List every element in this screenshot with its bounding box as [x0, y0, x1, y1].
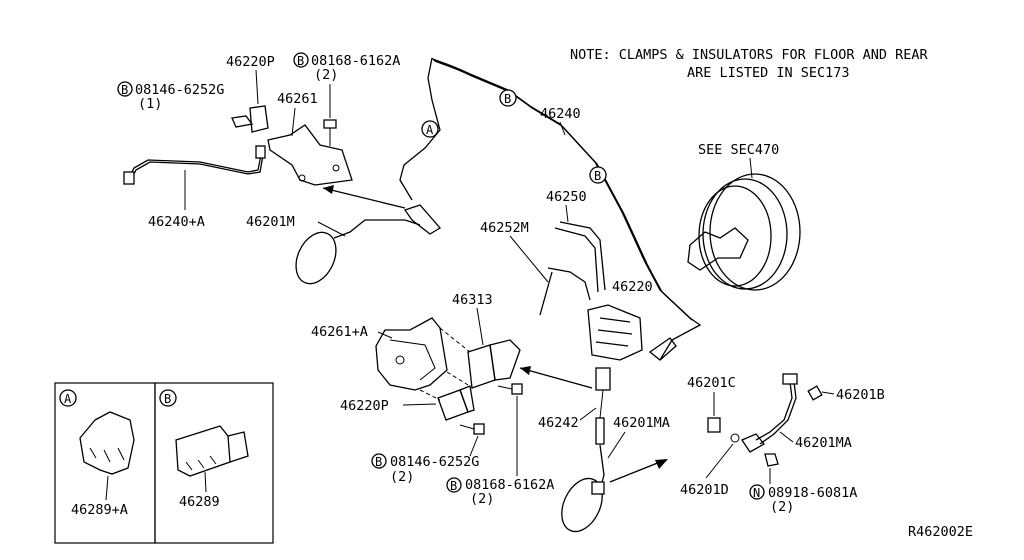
- svg-text:B: B: [375, 455, 382, 469]
- bolt-b-circle-top-left: B: [117, 81, 133, 97]
- bolt-b-circle-mid-left: B: [371, 453, 387, 469]
- label-46250: 46250: [546, 189, 587, 205]
- arrow-center: [519, 366, 593, 389]
- brake-tubes-46250: [539, 221, 606, 316]
- connector-46220P-mid: [437, 385, 475, 421]
- label-46289: 46289: [179, 494, 220, 510]
- label-46289A: 46289+A: [71, 502, 128, 518]
- svg-text:B: B: [297, 54, 304, 68]
- label-46201B: 46201B: [836, 387, 885, 403]
- brake-booster: [687, 173, 801, 291]
- label-46201D: 46201D: [680, 482, 729, 498]
- svg-text:N: N: [753, 486, 760, 500]
- bolt-mid-left: [459, 423, 485, 435]
- label-bolt-top-right-qty: (2): [314, 67, 338, 83]
- label-bolt-mid-right-qty: (2): [470, 491, 494, 507]
- connector-46220P-top: [231, 105, 269, 133]
- abs-actuator-46220: [587, 304, 677, 445]
- wheel-sensor-46201M: [295, 204, 441, 285]
- label-46240: 46240: [540, 106, 581, 122]
- svg-text:A: A: [64, 392, 72, 406]
- label-46313: 46313: [452, 292, 493, 308]
- label-46201MA-center: 46201MA: [613, 415, 670, 431]
- svg-text:A: A: [426, 123, 434, 137]
- label-46252M: 46252M: [480, 220, 529, 236]
- inset-box-b: B 46289: [154, 382, 274, 544]
- label-46201M: 46201M: [246, 214, 295, 230]
- callout-a-circle-1: A: [421, 120, 439, 138]
- label-bolt-top-left: 08146-6252G: [135, 82, 224, 98]
- label-see-sec470: SEE SEC470: [698, 142, 779, 158]
- bolt-b-circle-mid-right: B: [446, 477, 462, 493]
- wheel-sensor-46201MA-right: [707, 373, 823, 467]
- diagram-code: R462002E: [908, 524, 973, 540]
- svg-text:B: B: [164, 392, 171, 406]
- svg-text:B: B: [450, 479, 457, 493]
- label-bolt-top-left-qty: (1): [138, 96, 162, 112]
- label-46261A: 46261+A: [311, 324, 368, 340]
- bracket-46313: [467, 339, 521, 389]
- wheel-sensor-46201MA-center: [561, 444, 605, 533]
- label-46240A: 46240+A: [148, 214, 205, 230]
- label-46220P-mid: 46220P: [340, 398, 389, 414]
- bracket-46261A: [375, 317, 448, 391]
- note-line-2: ARE LISTED IN SEC173: [687, 65, 850, 81]
- bolt-top-right: [323, 119, 337, 146]
- label-bolt-mid-left: 08146-6252G: [390, 454, 479, 470]
- label-46220P-top: 46220P: [226, 54, 275, 70]
- brake-tube-46240: [399, 57, 702, 361]
- callout-b-circle-1: B: [499, 89, 517, 107]
- nut-n-circle: N: [749, 484, 765, 500]
- brake-tube-46240A: [123, 145, 266, 185]
- label-46242: 46242: [538, 415, 579, 431]
- label-46201C: 46201C: [687, 375, 736, 391]
- svg-text:B: B: [594, 169, 601, 183]
- label-bolt-mid-right: 08168-6162A: [465, 477, 554, 493]
- svg-text:B: B: [121, 83, 128, 97]
- arrow-top: [322, 185, 406, 209]
- bracket-46261-top: [267, 124, 353, 186]
- svg-text:B: B: [504, 92, 511, 106]
- bolt-b-circle-top-right: B: [293, 52, 309, 68]
- bolt-mid-right: [497, 383, 523, 395]
- note-line-1: NOTE: CLAMPS & INSULATORS FOR FLOOR AND …: [570, 47, 928, 63]
- inset-box-a: A 46289+A: [54, 382, 156, 544]
- arrow-right: [609, 459, 668, 483]
- label-46201MA-right: 46201MA: [795, 435, 852, 451]
- label-nut-qty: (2): [770, 499, 794, 515]
- label-46261: 46261: [277, 91, 318, 107]
- label-bolt-mid-left-qty: (2): [390, 469, 414, 485]
- label-nut: 08918-6081A: [768, 485, 857, 501]
- label-bolt-top-right: 08168-6162A: [311, 53, 400, 69]
- callout-b-circle-2: B: [589, 166, 607, 184]
- label-46220: 46220: [612, 279, 653, 295]
